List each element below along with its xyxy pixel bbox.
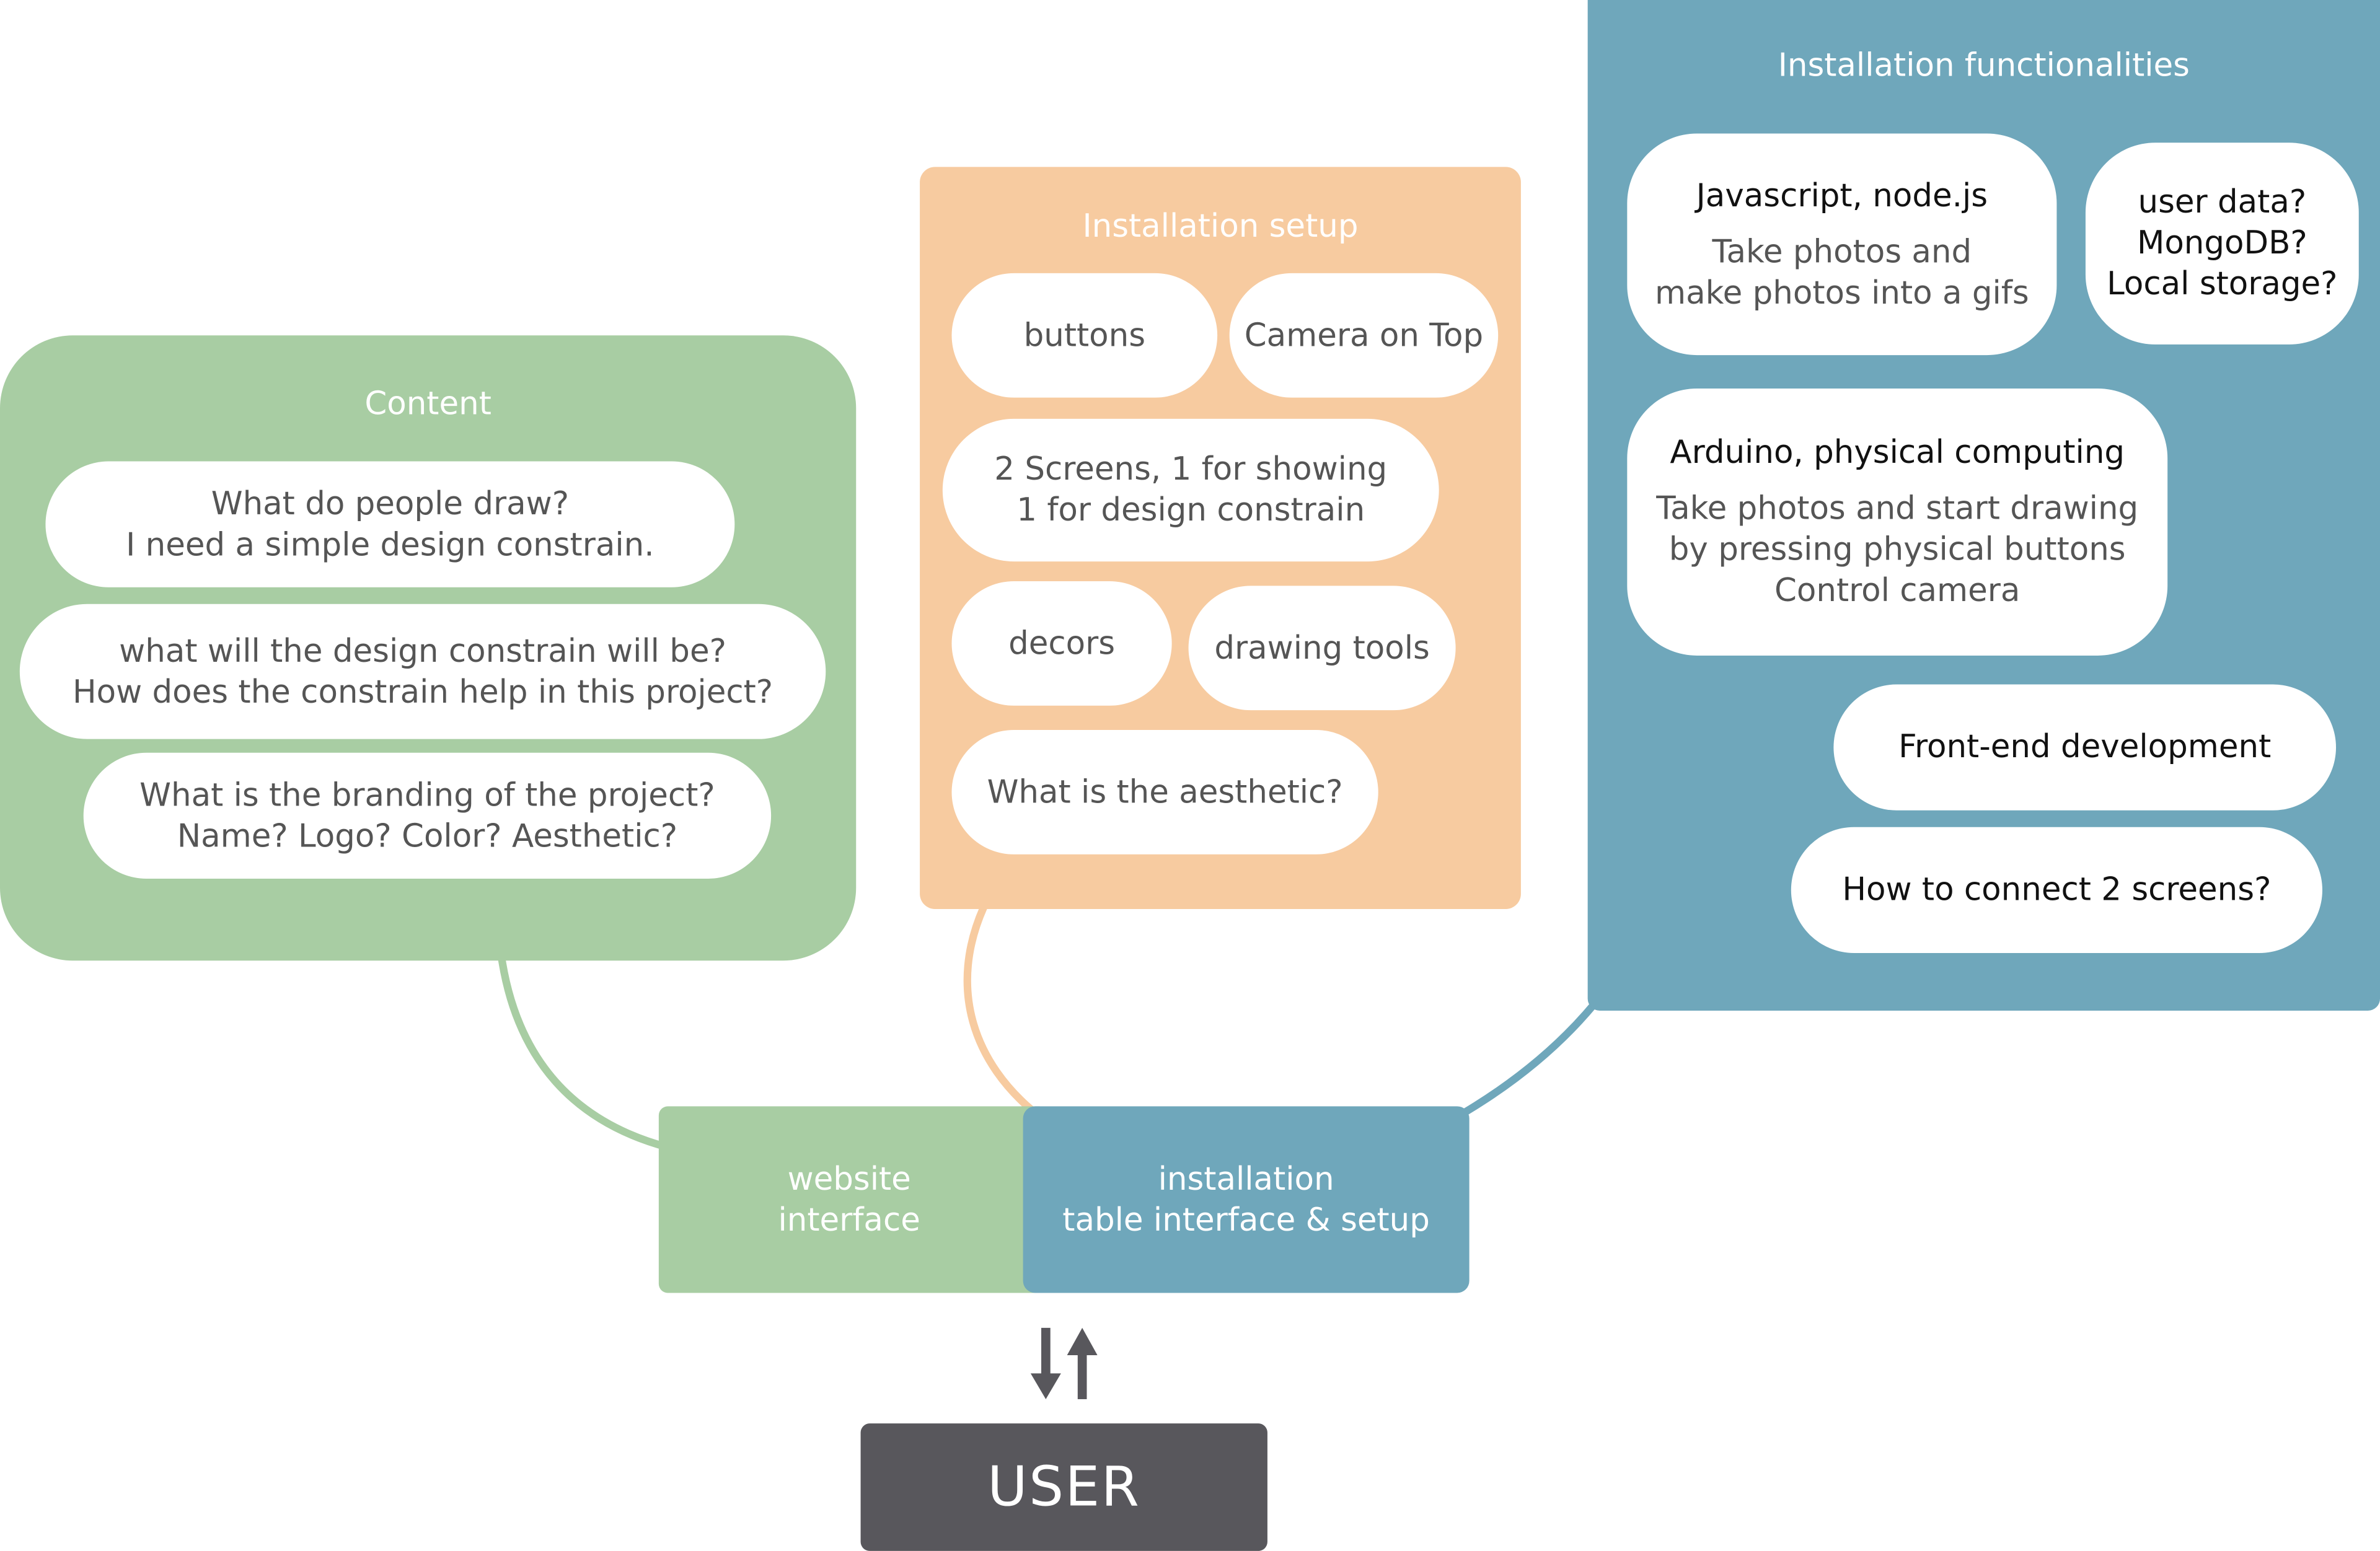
- userdata-card: user data? MongoDB? Local storage?: [2085, 143, 2359, 345]
- user-box: USER: [860, 1423, 1267, 1551]
- javascript-card-title: Javascript, node.js: [1696, 177, 1988, 214]
- setup-item-buttons: buttons: [951, 273, 1218, 398]
- content-panel-title: Content: [364, 385, 491, 422]
- setup-item-aesthetic: What is the aesthetic?: [951, 729, 1378, 855]
- content-connector: [497, 952, 669, 1151]
- setup-item-camera: Camera on Top: [1229, 273, 1499, 398]
- arduino-card: Arduino, physical computing Take photos …: [1627, 388, 2168, 656]
- setup-panel-title: Installation setup: [1082, 208, 1359, 245]
- arduino-card-title: Arduino, physical computing: [1670, 434, 2125, 471]
- setup-item-screens: 2 Screens, 1 for showing 1 for design co…: [942, 418, 1439, 562]
- setup-item-decors: decors: [951, 581, 1172, 706]
- website-interface-block: website interface: [658, 1106, 1040, 1293]
- setup-item-drawing-tools: drawing tools: [1188, 586, 1456, 711]
- javascript-card: Javascript, node.js Take photos and make…: [1627, 133, 2057, 356]
- arduino-card-body: Take photos and start drawing by pressin…: [1656, 490, 2139, 609]
- javascript-card-body: Take photos and make photos into a gifs: [1655, 232, 2029, 310]
- functionality-panel-title: Installation functionalities: [1778, 46, 2190, 84]
- frontend-card: Front-end development: [1833, 684, 2337, 811]
- content-item-constrain: what will the design constrain will be? …: [19, 604, 826, 739]
- bidirectional-arrows-icon: [1030, 1327, 1098, 1399]
- setup-connector: [963, 906, 1041, 1118]
- connect-screens-card: How to connect 2 screens?: [1791, 827, 2322, 953]
- installation-interface-block: installation table interface & setup: [1023, 1106, 1470, 1293]
- content-item-draw: What do people draw? I need a simple des…: [45, 461, 735, 587]
- functionality-connector: [1463, 1002, 1597, 1116]
- content-item-branding: What is the branding of the project? Nam…: [83, 752, 772, 879]
